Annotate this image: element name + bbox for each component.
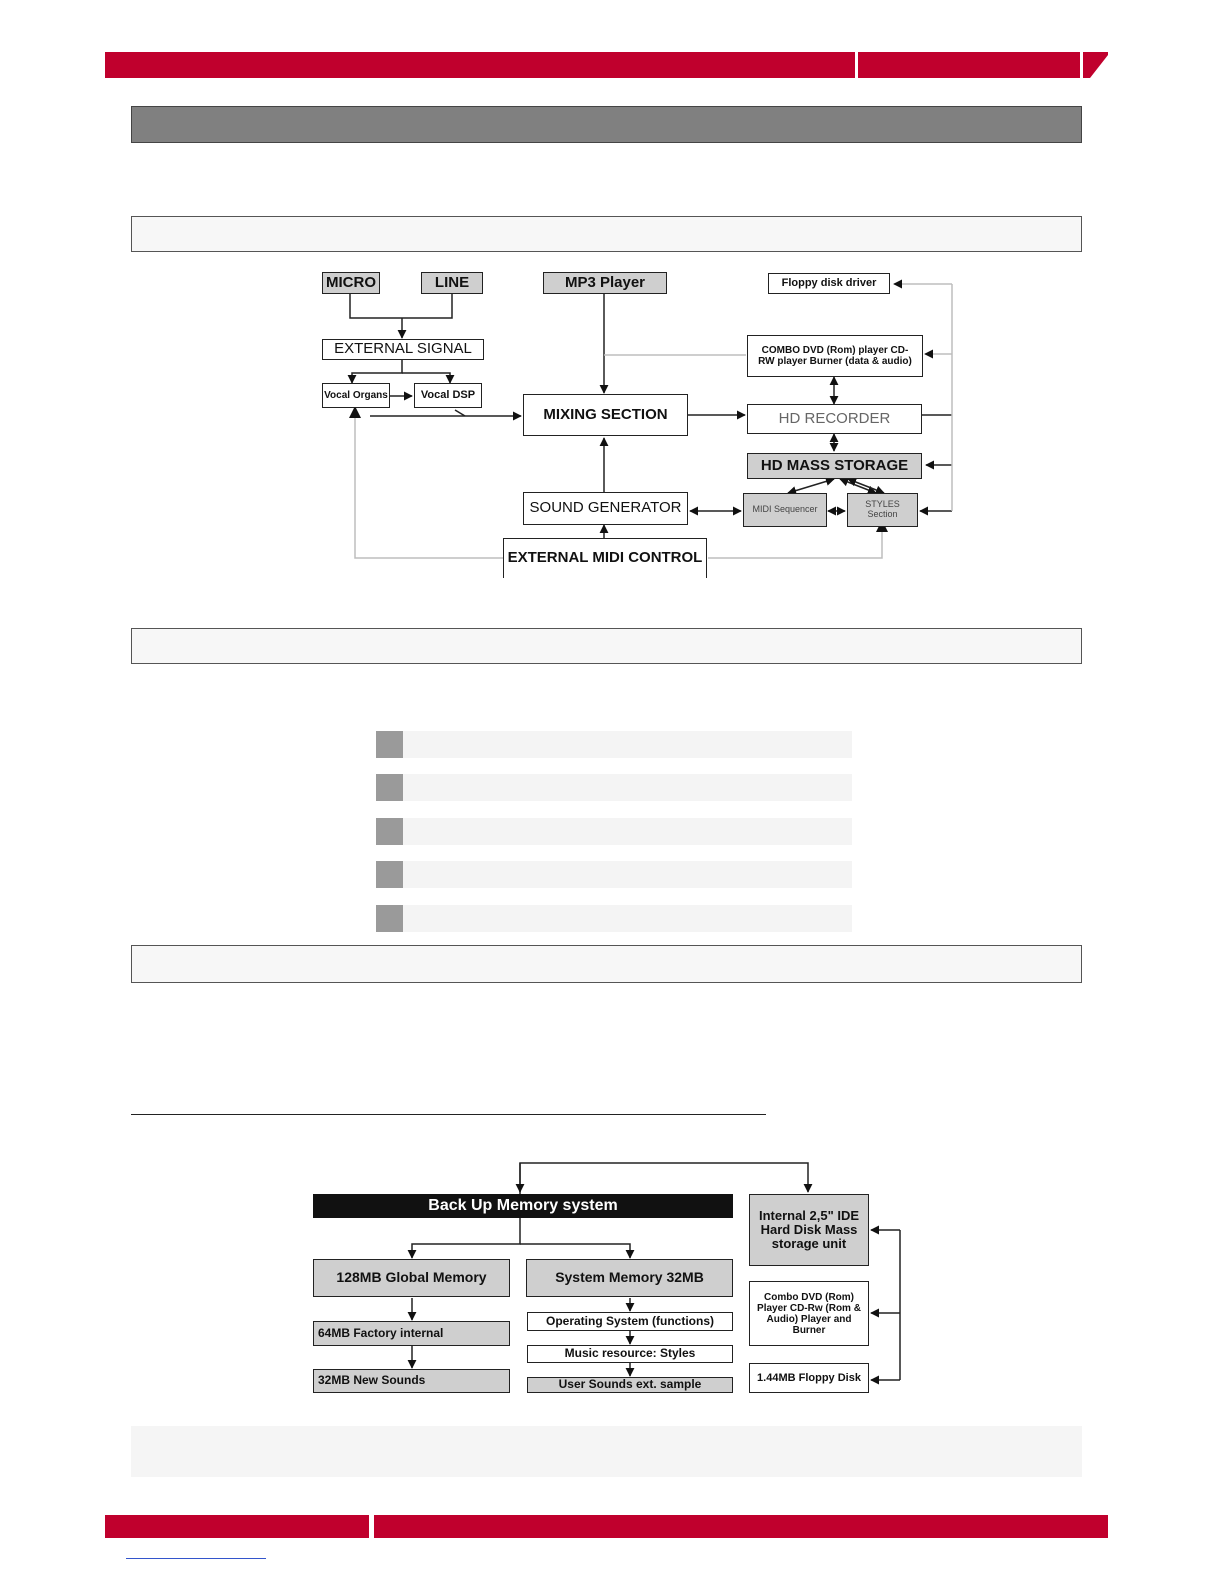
list-row — [376, 861, 852, 888]
section-bar-3 — [131, 945, 1082, 983]
vocal-dsp-node: Vocal DSP — [414, 383, 482, 408]
music-resource-node: Music resource: Styles — [527, 1345, 733, 1363]
micro-node: MICRO — [322, 272, 380, 294]
chapter-title-bar — [131, 106, 1082, 143]
signal-flow-connectors — [347, 279, 953, 559]
list-marker — [376, 861, 403, 888]
bottom-bar-left — [105, 1515, 369, 1538]
line-node: LINE — [421, 272, 483, 294]
list-marker — [376, 774, 403, 801]
floppy-driver-node: Floppy disk driver — [768, 273, 890, 294]
floppy-disk-node: 1.44MB Floppy Disk — [749, 1363, 869, 1393]
user-sounds-node: User Sounds ext. sample — [527, 1377, 733, 1393]
list-row — [376, 731, 852, 758]
signal-flow-diagram: MICRO LINE MP3 Player Floppy disk driver… — [0, 0, 1224, 600]
note-panel — [131, 1426, 1082, 1477]
hd-recorder-node: HD RECORDER — [747, 404, 922, 434]
mp3-player-node: MP3 Player — [543, 272, 667, 294]
top-bar-right — [858, 52, 1080, 78]
styles-section-node: STYLES Section — [847, 493, 918, 527]
hd-mass-storage-node: HD MASS STORAGE — [747, 453, 922, 479]
midi-sequencer-node: MIDI Sequencer — [743, 493, 827, 527]
backup-memory-header: Back Up Memory system — [313, 1194, 733, 1218]
list-row — [376, 818, 852, 845]
footer-link-underline[interactable] — [126, 1558, 266, 1559]
operating-system-node: Operating System (functions) — [527, 1312, 733, 1331]
factory-internal-node: 64MB Factory internal — [313, 1321, 510, 1346]
list-row — [376, 905, 852, 932]
list-marker — [376, 818, 403, 845]
section-bar-1 — [131, 216, 1082, 252]
list-marker — [376, 905, 403, 932]
underline-divider — [131, 1114, 766, 1115]
list-row — [376, 774, 852, 801]
external-midi-control-node: EXTERNAL MIDI CONTROL — [503, 538, 707, 578]
vocal-organs-node: Vocal Organs — [322, 383, 390, 408]
global-memory-node: 128MB Global Memory — [313, 1259, 510, 1297]
list-marker — [376, 731, 403, 758]
top-bar-corner — [1083, 52, 1108, 78]
external-signal-node: EXTERNAL SIGNAL — [322, 339, 484, 360]
sound-generator-node: SOUND GENERATOR — [523, 492, 688, 525]
mixing-section-node: MIXING SECTION — [523, 394, 688, 436]
bottom-bar-right — [374, 1515, 1108, 1538]
combo-dvd-node: COMBO DVD (Rom) player CD-RW player Burn… — [747, 335, 923, 377]
system-memory-node: System Memory 32MB — [526, 1259, 733, 1297]
internal-hard-disk-node: Internal 2,5" IDE Hard Disk Mass storage… — [749, 1194, 869, 1266]
new-sounds-node: 32MB New Sounds — [313, 1369, 510, 1393]
section-bar-2 — [131, 628, 1082, 664]
combo-dvd-memory-node: Combo DVD (Rom) Player CD-Rw (Rom & Audi… — [749, 1281, 869, 1346]
top-bar-left — [105, 52, 855, 78]
